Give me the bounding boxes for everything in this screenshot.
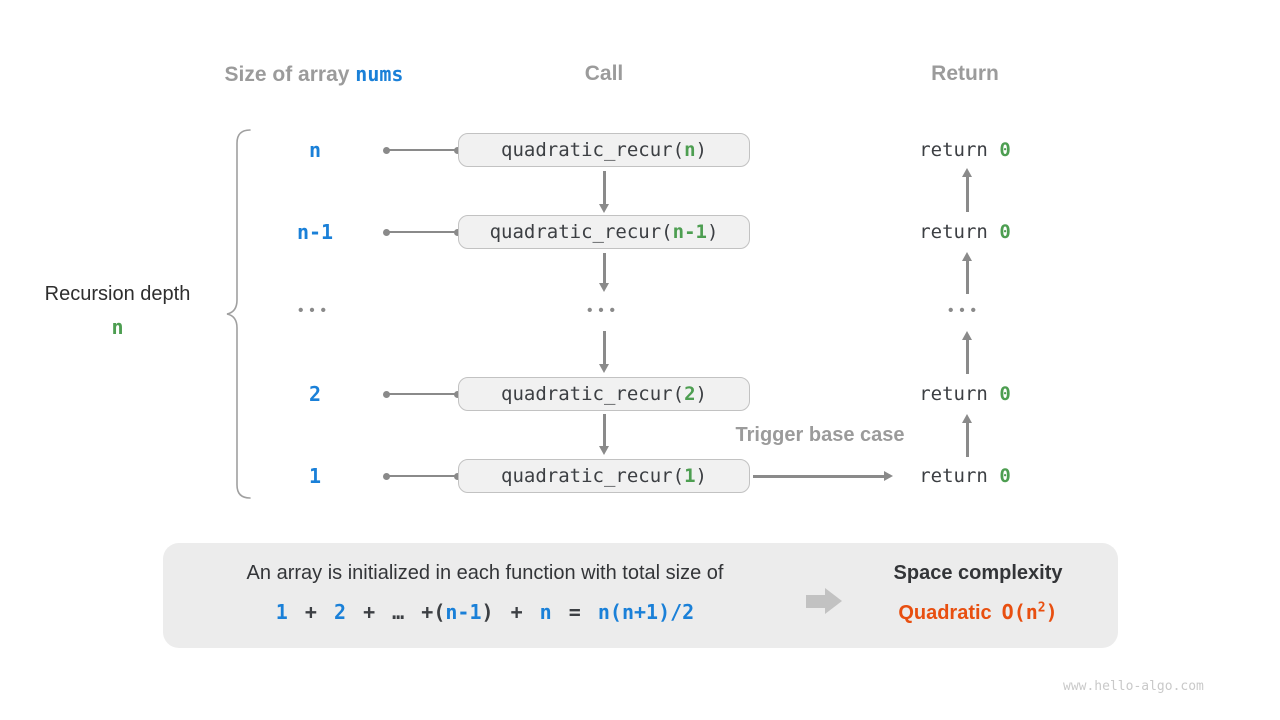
call-down-arrow (599, 171, 608, 213)
call-arg: 2 (684, 383, 696, 405)
recursion-depth-brace (226, 129, 251, 499)
big-o-exponent: 2 (1037, 600, 1046, 616)
base-case-right-arrow (753, 471, 893, 480)
size-label: n-1 (296, 220, 334, 244)
call-code: quadratic_recur( (489, 221, 673, 243)
return-keyword: return (919, 221, 1000, 243)
call-down-arrow (599, 414, 608, 455)
formula-plus: + (304, 600, 317, 624)
formula-term: n-1 (445, 600, 482, 624)
recursion-row-n-1: n-1 quadratic_recur(n-1) return 0 (0, 215, 1280, 249)
call-box: quadratic_recur(n-1) (458, 215, 750, 249)
call-box: quadratic_recur(n) (458, 133, 750, 167)
connector-dot (454, 472, 461, 480)
formula-paren: ( (433, 600, 446, 624)
connector-dot (383, 390, 390, 398)
return-keyword: return (919, 465, 1000, 487)
return-statement: return 0 (880, 133, 1050, 167)
connector-dot (383, 228, 390, 236)
call-column-header: Call (584, 62, 624, 85)
return-column-header: Return (931, 62, 999, 85)
formula-equals: = (568, 600, 581, 624)
call-code-close: ) (695, 383, 707, 405)
space-complexity-value: Quadratic O(n2) (858, 600, 1098, 625)
return-keyword: return (919, 383, 1000, 405)
size-connector-line (383, 146, 461, 154)
space-complexity-title: Space complexity (893, 562, 1063, 584)
formula-plus: + (421, 600, 434, 624)
summary-formula: 1 + 2 + … +(n-1) + n = n(n+1)/2 (185, 600, 785, 624)
return-up-arrow (962, 331, 971, 374)
call-box: quadratic_recur(2) (458, 377, 750, 411)
return-statement: return 0 (880, 377, 1050, 411)
formula-paren: ) (481, 600, 494, 624)
recursion-row-n: n quadratic_recur(n) return 0 (0, 133, 1280, 167)
call-arg: 1 (684, 465, 696, 487)
return-value: 0 (999, 221, 1011, 243)
call-down-arrow (599, 331, 608, 373)
recursion-row-2: 2 quadratic_recur(2) return 0 (0, 377, 1280, 411)
call-arg: n (684, 139, 696, 161)
return-up-arrow (962, 168, 971, 212)
summary-text: An array is initialized in each function… (246, 562, 724, 584)
return-value: 0 (999, 139, 1011, 161)
call-code: quadratic_recur( (501, 139, 685, 161)
call-arg: n-1 (672, 221, 707, 243)
call-code-close: ) (706, 221, 719, 243)
return-value: 0 (999, 383, 1011, 405)
recursion-depth-label: Recursion depth n (15, 283, 220, 339)
connector-dot (383, 472, 390, 480)
size-label: n (308, 138, 322, 162)
call-code: quadratic_recur( (501, 465, 685, 487)
formula-term: 2 (333, 600, 347, 624)
return-keyword: return (919, 139, 1000, 161)
connector-dot (454, 228, 461, 236)
size-label: 2 (308, 382, 322, 406)
size-header-nums-code: nums (355, 62, 404, 86)
call-down-arrow (599, 253, 608, 292)
recursion-depth-text: Recursion depth (44, 283, 191, 305)
call-code-close: ) (695, 465, 707, 487)
call-box: quadratic_recur(1) (458, 459, 750, 493)
return-ellipsis: ••• (948, 302, 982, 319)
complexity-kind: Quadratic (898, 602, 992, 624)
size-label: 1 (308, 464, 322, 488)
formula-ellipsis: … (392, 600, 405, 624)
return-value: 0 (999, 465, 1011, 487)
connector-dot (383, 146, 390, 154)
summary-panel (163, 543, 1118, 648)
size-header-text: Size of array (224, 63, 356, 86)
block-arrow-icon-head (825, 588, 842, 614)
formula-plus: + (363, 600, 376, 624)
big-o-notation: O(n2) (1002, 600, 1058, 624)
connector-dot (454, 146, 461, 154)
return-up-arrow (962, 414, 971, 457)
size-ellipsis: ••• (298, 302, 332, 319)
trigger-base-case-label: Trigger base case (735, 424, 905, 446)
return-statement: return 0 (880, 459, 1050, 493)
return-statement: return 0 (880, 215, 1050, 249)
formula-plus: + (510, 600, 523, 624)
size-connector-line (383, 472, 461, 480)
site-watermark: www.hello-algo.com (1063, 679, 1204, 694)
connector-dot (454, 390, 461, 398)
formula-term: n (539, 600, 552, 624)
recursion-row-1: 1 quadratic_recur(1) return 0 (0, 459, 1280, 493)
size-connector-line (383, 390, 461, 398)
size-connector-line (383, 228, 461, 236)
call-code: quadratic_recur( (501, 383, 685, 405)
return-up-arrow (962, 252, 971, 294)
recursion-depth-value: n (111, 315, 124, 339)
big-o-close: ) (1045, 600, 1058, 624)
size-column-header: Size of array nums (164, 60, 464, 88)
call-ellipsis: ••• (587, 302, 621, 319)
call-code-close: ) (695, 139, 707, 161)
formula-result: n(n+1)/2 (597, 600, 695, 624)
formula-term: 1 (275, 600, 288, 624)
big-o-open: O(n (1001, 600, 1038, 624)
block-arrow-icon (806, 595, 825, 608)
ellipsis-row: ••• ••• ••• (0, 298, 1280, 324)
